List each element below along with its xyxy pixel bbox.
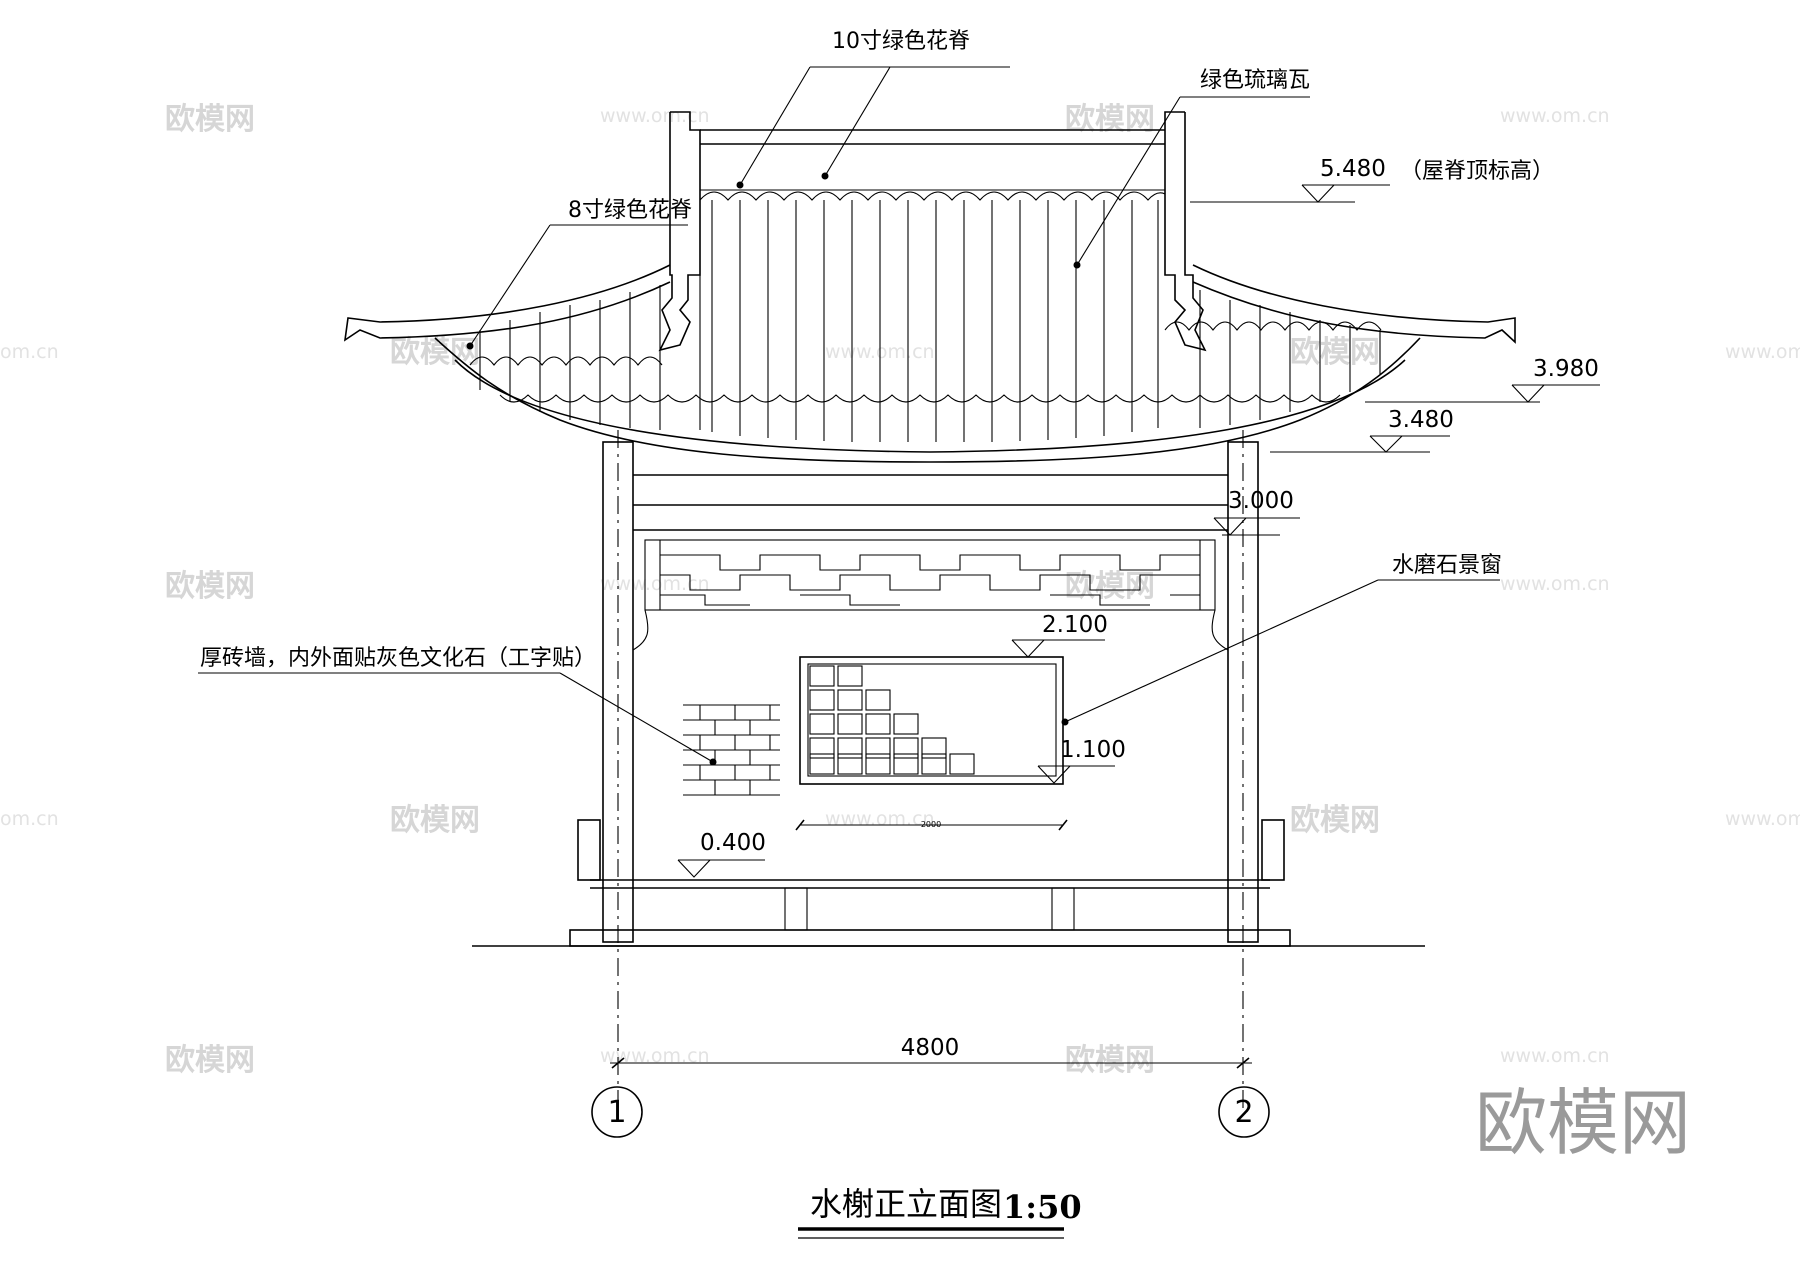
dimension-total: 4800	[610, 1035, 1252, 1069]
roof-lower-eave	[434, 337, 1421, 463]
annotation-ridge-10-label: 10寸绿色花脊	[832, 29, 970, 54]
watermark-text: 欧模网	[165, 569, 255, 604]
left-bench-end	[577, 819, 601, 881]
elevation-beam-value: 3.000	[1228, 488, 1294, 514]
axis-marker-2: 2	[1218, 1086, 1270, 1138]
watermark-url: www.om.cn	[1725, 341, 1800, 363]
watermark-text: 欧模网	[1290, 803, 1380, 838]
tile-rows	[699, 200, 1159, 442]
annotation-wall: 厚砖墙，内外面贴灰色文化石（工字贴）	[198, 646, 717, 766]
dimension-window-label: 2000	[921, 820, 941, 829]
annotation-window-label: 水磨石景窗	[1392, 553, 1502, 578]
pavilion-structure	[472, 430, 1425, 1115]
left-hip-lines	[479, 285, 661, 430]
elevation-mark-window-top: 2.100	[1011, 612, 1108, 658]
left-bracket	[632, 609, 649, 651]
watermark-text: 欧模网	[1065, 102, 1155, 137]
floor-support	[1051, 887, 1075, 931]
watermark-text: 欧模网	[1065, 1043, 1155, 1078]
left-ridge-ornament	[658, 111, 701, 352]
watermark-url: www.om.cn	[1500, 105, 1610, 127]
annotation-tile-label: 绿色琉璃瓦	[1200, 68, 1310, 93]
axis-marker-1: 1	[591, 1086, 643, 1138]
watermark-text: 欧模网	[1290, 335, 1380, 370]
base-slab	[569, 929, 1291, 947]
annotation-wall-label: 厚砖墙，内外面贴灰色文化石（工字贴）	[200, 646, 596, 671]
left-eave-upper	[343, 264, 671, 342]
elevation-ridge-note: （屋脊顶标高）	[1400, 159, 1554, 184]
right-hip-lines	[1199, 290, 1381, 428]
watermark-text: 欧模网	[165, 102, 255, 137]
annotation-ridge-10: 10寸绿色花脊	[736, 29, 1010, 189]
right-ridge-ornament	[1164, 111, 1207, 352]
elevation-eave-upper-value: 3.980	[1533, 356, 1599, 382]
right-bracket	[1211, 609, 1229, 651]
watermark-url: www.om.cn	[1500, 573, 1610, 595]
watermark-url: www.om.cn	[600, 105, 710, 127]
dimension-window: 2000	[795, 819, 1068, 831]
floor-support	[784, 887, 808, 931]
watermark-url: om.cn	[0, 808, 59, 830]
watermark-text: 欧模网	[390, 803, 480, 838]
axis-marker-1-label: 1	[607, 1095, 626, 1130]
roof-soffit	[454, 359, 1406, 453]
roof	[343, 111, 1516, 463]
eave-drip-scallop	[499, 394, 1341, 403]
elevation-mark-eave-upper: 3.980	[1365, 356, 1600, 403]
dimension-total-label: 4800	[901, 1035, 960, 1061]
brick-pattern	[683, 704, 780, 796]
lattice-frieze	[644, 539, 1216, 611]
watermark-url: om.cn	[0, 341, 59, 363]
annotation-window: 水磨石景窗	[1061, 553, 1502, 726]
watermark-url: www.om.cn	[600, 573, 710, 595]
brand-watermark: 欧模网	[1475, 1081, 1691, 1165]
elevation-window-bottom-value: 1.100	[1060, 737, 1126, 763]
watermark-url: www.om.cn	[1500, 1045, 1610, 1067]
watermark-url: www.om.cn	[825, 808, 935, 830]
right-bench-end	[1261, 819, 1285, 881]
watermark-url: www.om.cn	[600, 1045, 710, 1067]
elevation-mark-beam: 3.000	[1213, 488, 1300, 536]
eave-scallop	[469, 321, 1382, 366]
annotation-tile: 绿色琉璃瓦	[1073, 68, 1310, 269]
elevation-mark-eave-lower: 3.480	[1270, 407, 1454, 453]
elevation-ridge-value: 5.480	[1320, 156, 1386, 182]
drawing-title: 水榭正立面图	[810, 1185, 1002, 1223]
elevation-mark-window-bottom: 1.100	[1037, 737, 1126, 784]
elevation-floor-value: 0.400	[700, 830, 766, 856]
ridge-scallop	[699, 191, 1166, 201]
right-eave-upper	[1192, 264, 1516, 344]
elevation-eave-lower-value: 3.480	[1388, 407, 1454, 433]
elevation-mark-floor: 0.400	[677, 830, 766, 878]
landscape-window	[799, 656, 1064, 785]
watermark-text: 欧模网	[1065, 569, 1155, 604]
elevation-mark-ridge: 5.480 （屋脊顶标高）	[1190, 156, 1554, 203]
annotation-ridge-8-label: 8寸绿色花脊	[568, 198, 692, 223]
drawing-title-block: 水榭正立面图 1:50	[798, 1185, 1082, 1239]
annotation-ridge-8: 8寸绿色花脊	[466, 198, 692, 350]
watermark-url: www.om.cn	[1725, 808, 1800, 830]
drawing-scale: 1:50	[1003, 1188, 1082, 1226]
axis-marker-2-label: 2	[1234, 1095, 1253, 1130]
elevation-window-top-value: 2.100	[1042, 612, 1108, 638]
watermark-text: 欧模网	[165, 1043, 255, 1078]
